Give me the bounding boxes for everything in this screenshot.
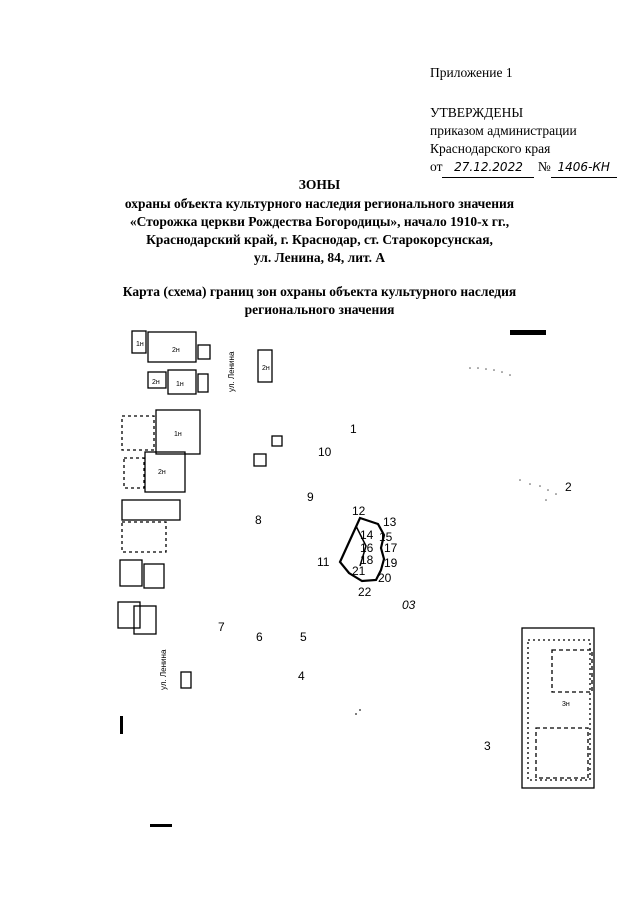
map-building <box>131 330 147 354</box>
building-label: 2н <box>152 379 160 386</box>
map-building <box>144 451 186 493</box>
building-label: 2н <box>172 347 180 354</box>
title-line-4: ул. Ленина, 84, лит. А <box>253 250 386 265</box>
point-label-6: 6 <box>256 630 263 644</box>
map-mark <box>120 716 123 734</box>
map-building <box>197 373 209 393</box>
point-label-2: 2 <box>565 480 572 494</box>
map-mark <box>510 330 546 335</box>
point-label-9: 9 <box>307 490 314 504</box>
map-building <box>143 563 165 589</box>
point-label-18: 18 <box>360 553 374 567</box>
point-label-22: 22 <box>358 585 372 599</box>
building-label: 1н <box>176 381 184 388</box>
title-line-2: «Сторожка церкви Рождества Богородицы», … <box>129 214 510 229</box>
title-line-3: Краснодарский край, г. Краснодар, ст. Ст… <box>146 232 493 247</box>
map-mark <box>150 824 172 827</box>
point-label-15: 15 <box>379 530 393 544</box>
building-label: 2н <box>158 469 166 476</box>
map-building <box>271 435 283 447</box>
map-building <box>121 415 155 451</box>
point-label-8: 8 <box>255 513 262 527</box>
map-building <box>117 601 141 629</box>
map-building <box>527 639 591 781</box>
point-label-12: 12 <box>352 504 366 518</box>
map-building <box>121 521 167 553</box>
inner-boundary <box>355 525 367 567</box>
number-sign: № <box>537 159 551 174</box>
map-building <box>147 331 197 363</box>
map-building <box>155 409 201 455</box>
map-building <box>123 457 145 489</box>
building-label: 1н <box>174 431 182 438</box>
building-label: 3н <box>562 701 570 708</box>
map-building <box>119 559 143 587</box>
map-building <box>180 671 192 689</box>
map-building <box>253 453 267 467</box>
point-label-17: 17 <box>384 541 398 555</box>
order-issuer-line2: Краснодарского края <box>430 141 551 156</box>
approved-label: УТВЕРЖДЕНЫ <box>430 105 524 120</box>
map-building <box>257 349 273 383</box>
map-building <box>535 727 589 779</box>
map-building <box>551 649 593 693</box>
map-subtitle-line-1: Карта (схема) границ зон охраны объекта … <box>122 284 517 299</box>
document-heading: ЗОНЫ <box>298 177 341 192</box>
order-number-value: 1406-КН <box>550 158 617 178</box>
point-label-1: 1 <box>350 422 357 436</box>
point-label-10: 10 <box>318 445 332 459</box>
street-label-bottom: ул. Ленина <box>159 649 168 690</box>
point-label-5: 5 <box>300 630 307 644</box>
building-label: 1н <box>136 341 144 348</box>
map-building <box>121 499 181 521</box>
order-issuer-line1: приказом администрации <box>430 123 577 138</box>
street-label-top: ул. Ленина <box>227 351 236 392</box>
point-label-14: 14 <box>360 528 374 542</box>
building-label: 2н <box>262 365 270 372</box>
map-building <box>521 627 595 789</box>
point-label-4: 4 <box>298 669 305 683</box>
point-label-19: 19 <box>384 556 398 570</box>
point-label-16: 16 <box>360 541 374 555</box>
point-label-11: 11 <box>317 555 330 569</box>
point-label-3: 3 <box>484 739 491 753</box>
point-label-21: 21 <box>352 564 366 578</box>
date-prefix: от <box>430 159 443 174</box>
zone-map: ул. Ленина ул. Ленина 2н 1н 2н 1н 2н 1н … <box>117 330 595 827</box>
point-label-20: 20 <box>378 571 392 585</box>
point-label-7: 7 <box>218 620 225 634</box>
title-line-1: охраны объекта культурного наследия реги… <box>124 196 515 211</box>
heritage-zone-boundary <box>338 516 386 583</box>
point-label-13: 13 <box>383 515 397 529</box>
appendix-label: Приложение 1 <box>430 65 513 80</box>
map-building <box>147 371 167 389</box>
map-building <box>197 344 211 360</box>
map-building <box>133 605 157 635</box>
zone-label-03: 03 <box>402 598 416 612</box>
order-date-value: 27.12.2022 <box>442 158 535 178</box>
map-building <box>167 369 197 395</box>
map-subtitle-line-2: регионального значения <box>244 302 395 317</box>
